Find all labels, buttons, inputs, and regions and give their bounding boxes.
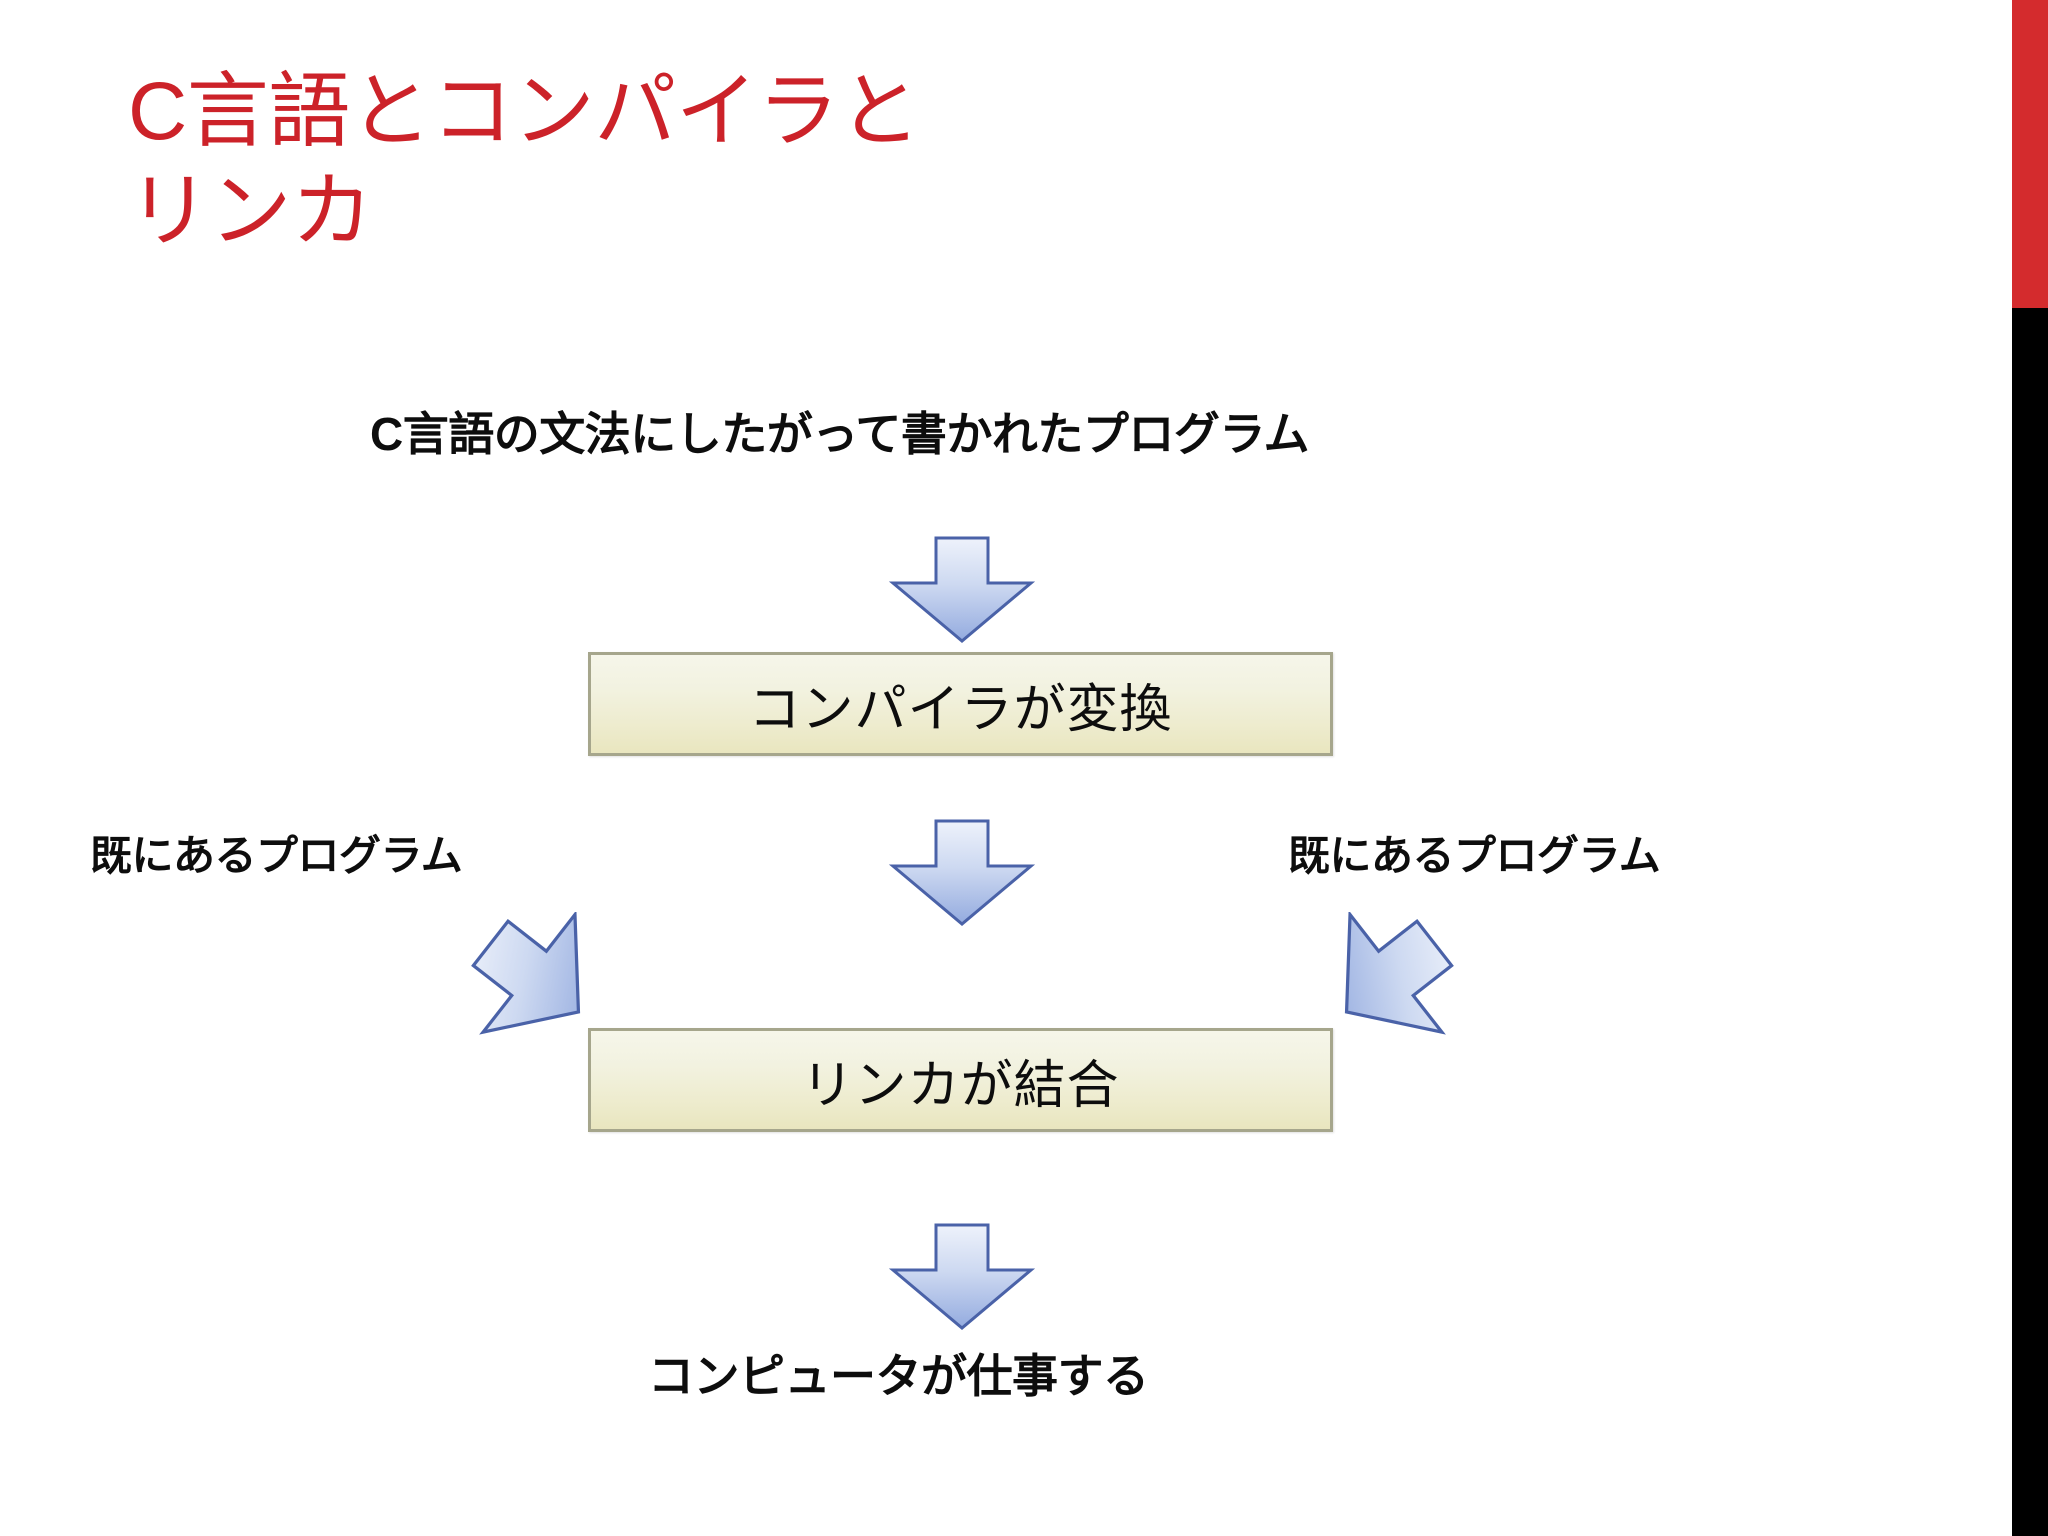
result-label: コンピュータが仕事する (648, 1350, 1149, 1402)
existing-program-left-label: 既にあるプログラム (90, 832, 463, 879)
arrow-down-icon-2 (888, 819, 1036, 926)
source-program-label: C言語の文法にしたがって書かれたプログラム (370, 408, 1310, 460)
arrow-down-icon-1 (888, 536, 1036, 643)
arrow-down-left-icon (1344, 912, 1454, 1035)
right-edge-red-bar (2012, 0, 2048, 308)
arrow-down-icon-3 (888, 1223, 1036, 1330)
right-edge-black-bar (2012, 308, 2048, 1536)
existing-program-right-label: 既にあるプログラム (1288, 832, 1661, 879)
page-title: C言語とコンパイラと リンカ (128, 66, 921, 258)
compiler-box[interactable]: コンパイラが変換 (588, 652, 1333, 756)
linker-box[interactable]: リンカが結合 (588, 1028, 1333, 1132)
arrow-down-right-icon (471, 912, 581, 1035)
